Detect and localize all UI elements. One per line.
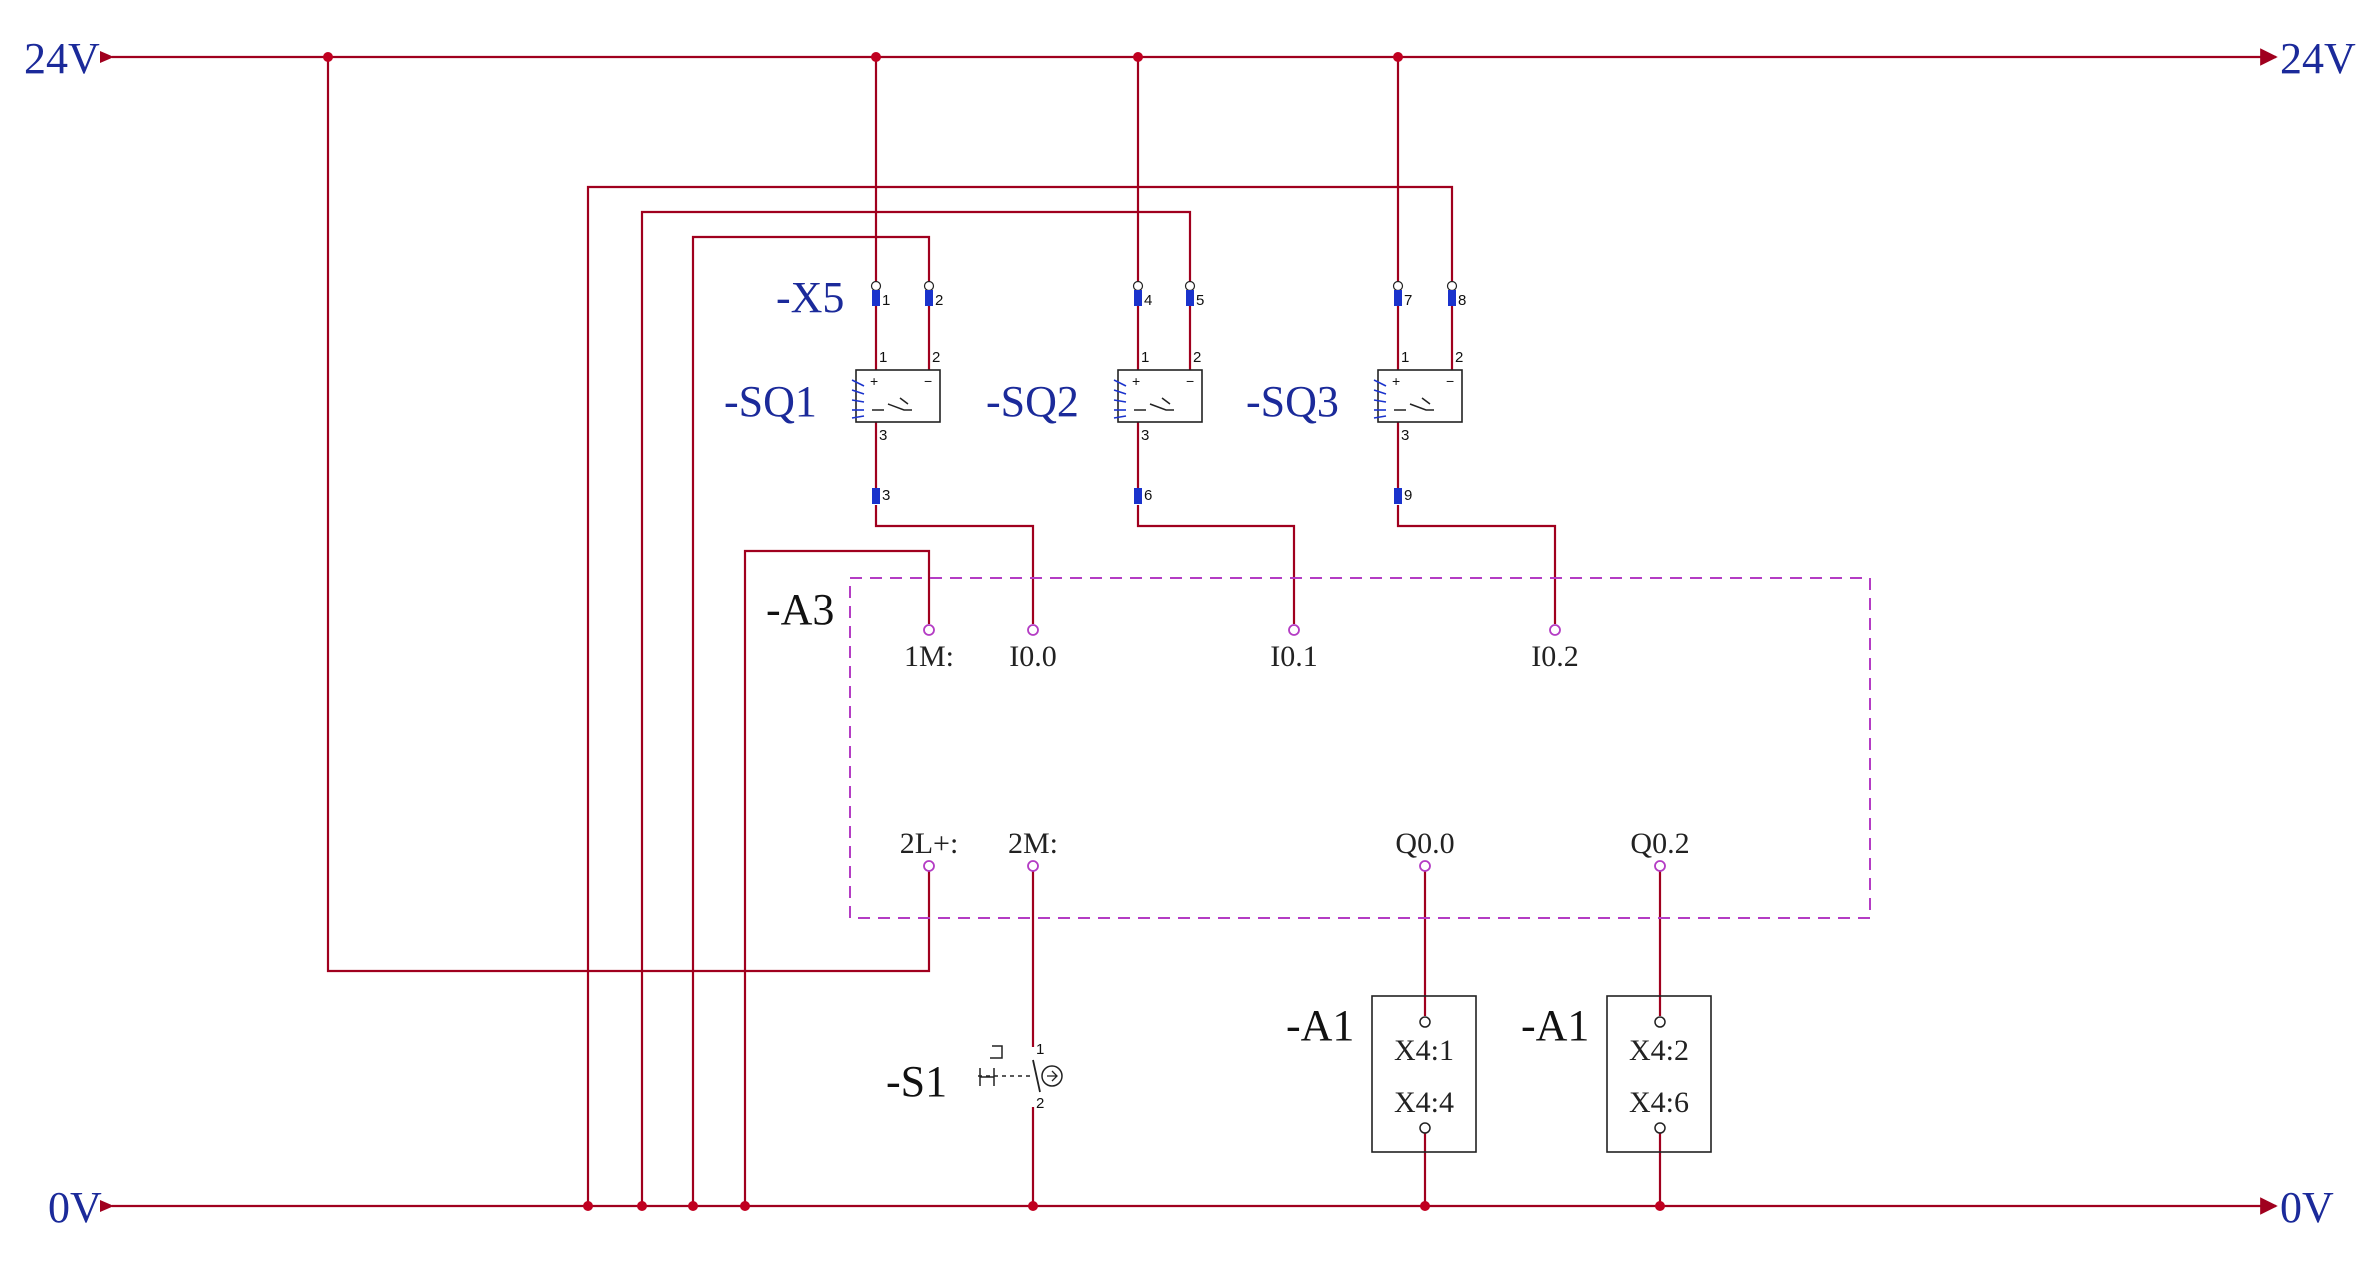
plc-input-i00: [1027, 624, 1039, 636]
plc-output-label: Q0.2: [1630, 827, 1689, 860]
module-body: [1371, 995, 1477, 1153]
module-label: -A1: [1521, 1001, 1589, 1050]
plc-input-label: I0.1: [1270, 640, 1318, 673]
sensor-sq1: -SQ1 1 2 3 + −: [724, 349, 941, 444]
terminal-x5-1: 1: [870, 280, 890, 309]
sensor-pin-1: 1: [1401, 349, 1409, 366]
terminal-pin-label: 2: [935, 292, 943, 309]
plc-output-label: 2L+:: [900, 827, 959, 860]
plc-output-2l: [923, 860, 935, 872]
pushbutton-actuator-icon: [979, 1045, 1003, 1086]
terminal-pin-label: 6: [1144, 487, 1152, 504]
sensor-sq3: -SQ3 1 2 3 + −: [1246, 349, 1463, 444]
plc-boundary: [849, 577, 1871, 919]
no-contact-icon: [1394, 397, 1434, 411]
rail-label-0v-right: 0V: [2280, 1183, 2334, 1232]
sensing-waves-icon: [1113, 379, 1127, 419]
switch-label: -S1: [886, 1057, 947, 1106]
sensor-minus: −: [1446, 373, 1454, 389]
sensor-body: [1377, 369, 1463, 423]
sensor-minus: −: [1186, 373, 1194, 389]
rail-label-24v-left: 24V: [24, 34, 100, 83]
sensor-body: [1117, 369, 1203, 423]
rail-label-24v-right: 24V: [2280, 34, 2356, 83]
terminal-strip-label: -X5: [776, 273, 844, 322]
terminal-pin-label: 9: [1404, 487, 1412, 504]
sensor-pin-1: 1: [879, 349, 887, 366]
plc-input-label: I0.0: [1009, 640, 1057, 673]
no-contact-icon: [1134, 397, 1174, 411]
switch-s1: -S1 1 2: [886, 1041, 1063, 1112]
module-terminal-bottom: [1419, 1122, 1431, 1134]
terminal-x5-2: 2: [923, 280, 943, 309]
module-terminal-bottom: [1654, 1122, 1666, 1134]
sensor-pin-3: 3: [879, 427, 887, 444]
rail-24v: [100, 48, 2278, 66]
terminal-x5-6: 6: [1134, 487, 1152, 504]
module-terminal-top: [1419, 1016, 1431, 1028]
terminal-pin-label: 5: [1196, 292, 1204, 309]
terminal-pin-label: 3: [882, 487, 890, 504]
sensor-label: -SQ1: [724, 377, 817, 426]
plc-output-label: Q0.0: [1395, 827, 1454, 860]
plc-input-i01: [1288, 624, 1300, 636]
sensing-waves-icon: [1373, 379, 1387, 419]
terminal-x5-7: 7: [1392, 280, 1412, 309]
switch-pin-1: 1: [1036, 1041, 1044, 1058]
terminal-pin-label: 7: [1404, 292, 1412, 309]
plc-output-2m: [1027, 860, 1039, 872]
module-terminal-label-bottom: X4:4: [1394, 1086, 1454, 1119]
module-terminal-label-bottom: X4:6: [1629, 1086, 1689, 1119]
plc-output-q00: [1419, 860, 1431, 872]
sensor-minus: −: [924, 373, 932, 389]
output-module-1: -A1 X4:1 X4:4: [1286, 995, 1477, 1153]
plc-output-q02: [1654, 860, 1666, 872]
switch-contact: [1032, 1059, 1041, 1093]
sensor-pin-2: 2: [1193, 349, 1201, 366]
terminal-x5-5: 5: [1184, 280, 1204, 309]
module-body: [1606, 995, 1712, 1153]
sensor-pin-2: 2: [1455, 349, 1463, 366]
sensor-sq2: -SQ2 1 2 3 + −: [986, 349, 1203, 444]
sensor-pin-3: 3: [1401, 427, 1409, 444]
module-terminal-label-top: X4:2: [1629, 1034, 1689, 1067]
sensor-plus: +: [870, 373, 878, 389]
mushroom-head-icon: [1041, 1065, 1063, 1087]
module-label: -A1: [1286, 1001, 1354, 1050]
plc-input-1m: [923, 624, 935, 636]
plc-input-label: 1M:: [904, 640, 954, 673]
terminal-pin-label: 1: [882, 292, 890, 309]
switch-pin-2: 2: [1036, 1095, 1044, 1112]
plc-a3: -A3 1M: I0.0 I0.1 I0.2 2L+: 2M: Q0.0 Q0.…: [766, 577, 1871, 919]
no-contact-icon: [872, 397, 912, 411]
sensing-waves-icon: [851, 379, 865, 419]
sensor-label: -SQ3: [1246, 377, 1339, 426]
sensor-plus: +: [1132, 373, 1140, 389]
plc-output-label: 2M:: [1008, 827, 1058, 860]
module-terminal-top: [1654, 1016, 1666, 1028]
terminal-pin-label: 4: [1144, 292, 1152, 309]
terminal-pin-label: 8: [1458, 292, 1466, 309]
plc-input-label: I0.2: [1531, 640, 1579, 673]
output-module-2: -A1 X4:2 X4:6: [1521, 995, 1712, 1153]
rail-0v: [100, 1197, 2278, 1215]
wires: [326, 57, 1662, 1206]
plc-input-i02: [1549, 624, 1561, 636]
plc-label: -A3: [766, 585, 834, 634]
sensor-pin-3: 3: [1141, 427, 1149, 444]
module-terminal-label-top: X4:1: [1394, 1034, 1454, 1067]
sensor-pin-1: 1: [1141, 349, 1149, 366]
sensor-plus: +: [1392, 373, 1400, 389]
terminal-x5-4: 4: [1132, 280, 1152, 309]
sensor-body: [855, 369, 941, 423]
sensor-label: -SQ2: [986, 377, 1079, 426]
terminal-x5-3: 3: [872, 487, 890, 504]
terminal-x5-9: 9: [1394, 487, 1412, 504]
rail-label-0v-left: 0V: [48, 1183, 102, 1232]
sensor-pin-2: 2: [932, 349, 940, 366]
junctions: [323, 52, 1665, 1211]
terminal-x5-8: 8: [1446, 280, 1466, 309]
